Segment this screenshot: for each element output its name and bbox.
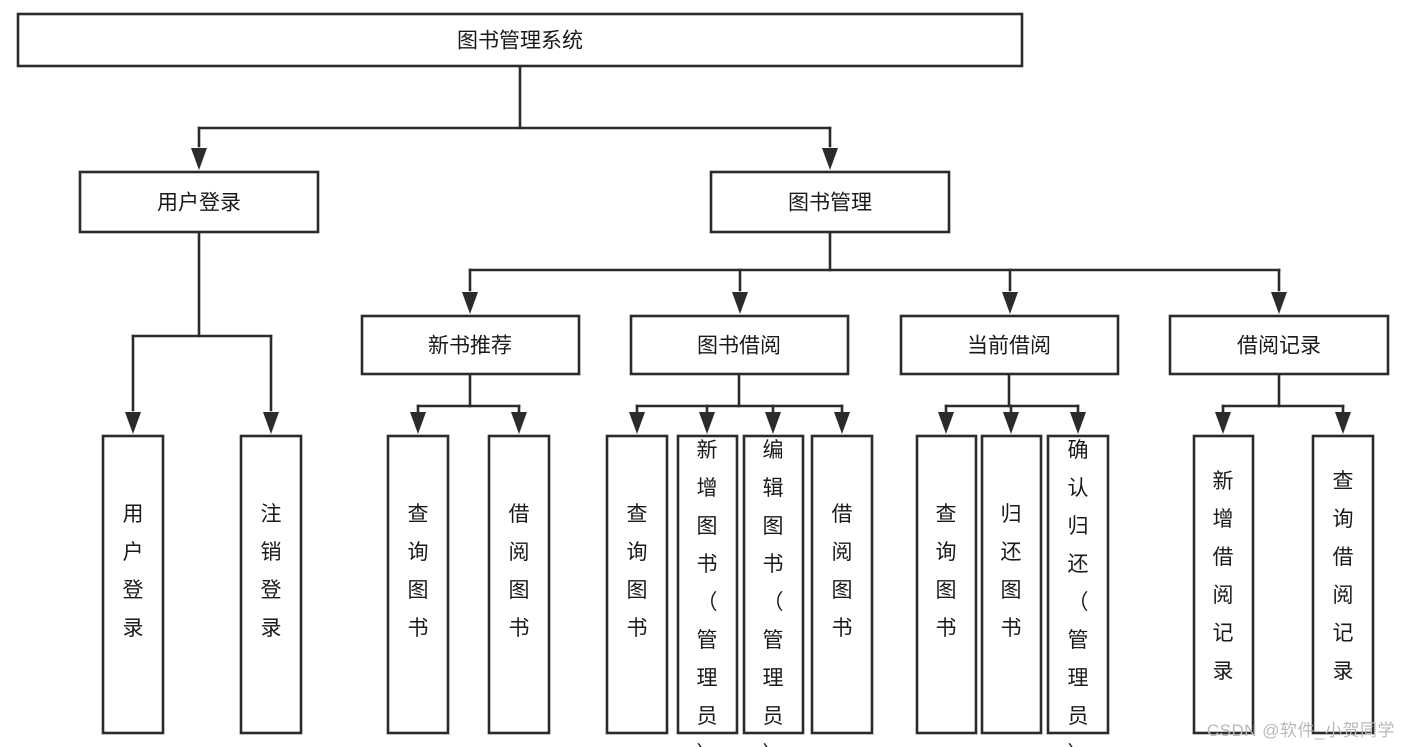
leaf-newbook-query[interactable]: 查询图书 bbox=[386, 434, 450, 735]
leaf-user-login-do-label: 用户登录 bbox=[123, 503, 144, 640]
arrow-head-icon bbox=[191, 148, 207, 170]
leaf-user-logout-label: 注销登录 bbox=[261, 503, 282, 640]
leaf-currentborrow-confirm-label: 确认归还（管理员） bbox=[1068, 439, 1089, 747]
connector-bookmgmt-to-level3 bbox=[462, 230, 1287, 314]
node-user-login-label: 用户登录 bbox=[157, 192, 241, 215]
leaf-bookborrow-query-label: 查询图书 bbox=[627, 503, 648, 640]
leaf-bookborrow-borrow-label: 借阅图书 bbox=[832, 503, 853, 640]
node-new-book-recommend-label: 新书推荐 bbox=[428, 335, 512, 358]
arrow-head-icon bbox=[699, 412, 715, 434]
leaf-newbook-borrow-label: 借阅图书 bbox=[509, 503, 530, 640]
node-current-borrow[interactable]: 当前借阅 bbox=[899, 314, 1120, 376]
connector-root-to-level2 bbox=[191, 64, 838, 170]
leaf-currentborrow-confirm[interactable]: 确认归还（管理员） bbox=[1046, 434, 1110, 747]
leaf-bookborrow-query[interactable]: 查询图书 bbox=[605, 434, 669, 735]
leaf-bookborrow-add[interactable]: 新增图书（管理员） bbox=[676, 434, 739, 747]
leaf-borrowrecord-add-label: 新增借阅记录 bbox=[1213, 470, 1234, 683]
node-borrow-record[interactable]: 借阅记录 bbox=[1168, 314, 1390, 376]
arrow-head-icon bbox=[1335, 412, 1351, 434]
arrow-head-icon bbox=[822, 148, 838, 170]
leaf-bookborrow-add-label: 新增图书（管理员） bbox=[697, 439, 718, 747]
leaf-bookborrow-edit-label: 编辑图书（管理员） bbox=[763, 439, 784, 747]
arrow-head-icon bbox=[1271, 292, 1287, 314]
leaf-currentborrow-return-label: 归还图书 bbox=[1001, 503, 1022, 640]
node-book-management-label: 图书管理 bbox=[788, 192, 872, 215]
arrow-head-icon bbox=[1003, 412, 1019, 434]
leaf-bookborrow-edit[interactable]: 编辑图书（管理员） bbox=[742, 434, 805, 747]
node-root-label: 图书管理系统 bbox=[457, 30, 583, 53]
connector-userlogin-to-leaves bbox=[125, 230, 279, 434]
node-current-borrow-label: 当前借阅 bbox=[967, 335, 1051, 358]
connector-borrowrecord-to-leaves bbox=[1215, 372, 1351, 434]
arrow-head-icon bbox=[1002, 292, 1018, 314]
node-root-system[interactable]: 图书管理系统 bbox=[16, 12, 1024, 68]
connector-newbook-to-leaves bbox=[410, 372, 527, 434]
leaf-currentborrow-query[interactable]: 查询图书 bbox=[915, 434, 978, 735]
arrow-head-icon bbox=[629, 412, 645, 434]
leaf-bookborrow-borrow[interactable]: 借阅图书 bbox=[810, 434, 874, 735]
arrow-head-icon bbox=[938, 412, 954, 434]
connector-bookborrow-to-leaves bbox=[629, 372, 850, 434]
node-book-management[interactable]: 图书管理 bbox=[709, 170, 951, 234]
leaf-newbook-query-label: 查询图书 bbox=[408, 503, 429, 640]
arrow-head-icon bbox=[263, 412, 279, 434]
leaf-user-login-do[interactable]: 用户登录 bbox=[101, 434, 165, 735]
arrow-head-icon bbox=[410, 412, 426, 434]
arrow-head-icon bbox=[125, 412, 141, 434]
node-book-borrow-label: 图书借阅 bbox=[697, 335, 781, 358]
arrow-head-icon bbox=[462, 292, 478, 314]
arrow-head-icon bbox=[834, 412, 850, 434]
leaf-currentborrow-query-label: 查询图书 bbox=[936, 503, 957, 640]
arrow-head-icon bbox=[1070, 412, 1086, 434]
connector-currentborrow-to-leaves bbox=[938, 372, 1086, 434]
arrow-head-icon bbox=[732, 292, 748, 314]
arrow-head-icon bbox=[511, 412, 527, 434]
leaf-borrowrecord-add[interactable]: 新增借阅记录 bbox=[1192, 434, 1255, 735]
node-borrow-record-label: 借阅记录 bbox=[1237, 335, 1321, 358]
leaf-currentborrow-return[interactable]: 归还图书 bbox=[980, 434, 1043, 735]
leaf-newbook-borrow[interactable]: 借阅图书 bbox=[487, 434, 551, 735]
arrow-head-icon bbox=[1215, 412, 1231, 434]
csdn-watermark: CSDN @软件_小贺同学 bbox=[1206, 721, 1395, 740]
leaf-user-logout[interactable]: 注销登录 bbox=[239, 434, 303, 735]
leaf-borrowrecord-query[interactable]: 查询借阅记录 bbox=[1311, 434, 1375, 735]
leaf-borrowrecord-query-label: 查询借阅记录 bbox=[1333, 470, 1354, 683]
node-book-borrow[interactable]: 图书借阅 bbox=[629, 314, 850, 376]
node-new-book-recommend[interactable]: 新书推荐 bbox=[360, 314, 581, 376]
arrow-head-icon bbox=[765, 412, 781, 434]
node-user-login[interactable]: 用户登录 bbox=[78, 170, 320, 234]
